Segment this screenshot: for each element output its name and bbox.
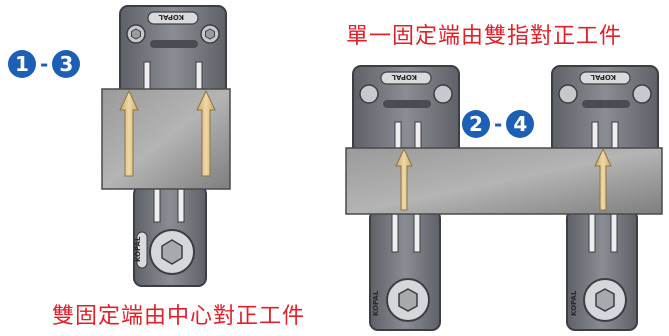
step-separator: -	[494, 112, 503, 136]
step-badge-2: 2	[462, 110, 490, 138]
right-workpiece	[345, 147, 663, 215]
left-step-range: 1 - 3	[8, 50, 81, 78]
left-assembly	[101, 5, 231, 287]
left-arrow-2	[196, 89, 216, 177]
step-badge-4: 4	[506, 110, 535, 138]
left-top-jaw	[119, 5, 227, 103]
right-caption: 單一固定端由雙指對正工件	[346, 24, 623, 49]
step-separator: -	[40, 52, 49, 76]
svg-text:KOPAL: KOPAL	[570, 290, 578, 316]
step-badge-1: 1	[8, 50, 36, 78]
svg-text:KOPAL: KOPAL	[372, 290, 380, 316]
step-badge-3: 3	[52, 50, 81, 78]
right-arrow-2	[594, 147, 612, 211]
left-arrow-1	[119, 89, 139, 177]
right-step-range: 2 - 4	[462, 110, 535, 138]
svg-text:KOPAL: KOPAL	[391, 73, 417, 81]
left-bottom-jaw	[133, 185, 207, 287]
svg-text:KOPAL: KOPAL	[590, 73, 616, 81]
right-arrow-1	[395, 147, 413, 211]
svg-text:KOPAL: KOPAL	[158, 13, 184, 21]
left-caption: 雙固定端由中心對正工件	[52, 304, 306, 329]
svg-text:KOPAL: KOPAL	[134, 236, 142, 262]
brand-logos: KOPAL KOPAL KOPAL KOPAL KOPAL KOPAL	[134, 13, 616, 316]
right-left-clamp	[352, 65, 460, 331]
